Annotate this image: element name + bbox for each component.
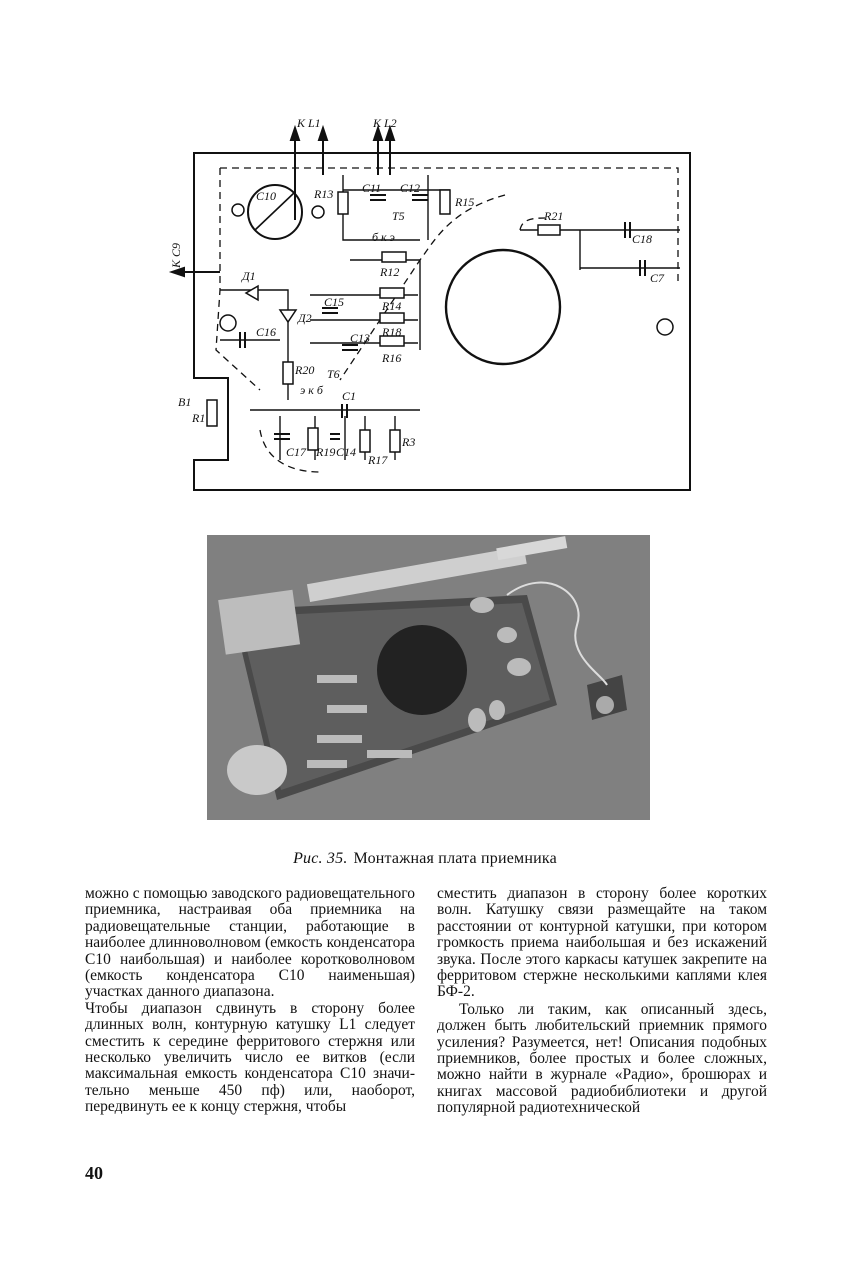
- label-r18: R18: [381, 325, 401, 339]
- label-r13: R13: [313, 187, 333, 201]
- label-r3: R3: [401, 435, 415, 449]
- label-c17: С17: [286, 445, 307, 459]
- paragraph: можно с помощью заводского радиове­щател…: [85, 885, 416, 1001]
- board-photo: [207, 535, 650, 820]
- label-r1: R1: [191, 411, 205, 425]
- label-c7: С7: [650, 271, 665, 285]
- label-d1: Д1: [241, 269, 256, 283]
- label-c18: С18: [632, 232, 652, 246]
- text-column-right: сместить диапазон в сторону более ко­рот…: [437, 885, 767, 1117]
- label-r20: R20: [294, 363, 314, 377]
- label-d2: Д2: [297, 311, 312, 325]
- label-r15: R15: [454, 195, 474, 209]
- label-t6-pins: э к б: [300, 383, 324, 397]
- paragraph: Только ли таким, как описанный здесь, до…: [437, 1000, 767, 1117]
- label-r12: R12: [379, 265, 399, 279]
- label-c14: С14: [336, 445, 356, 459]
- caption-number: Рис. 35.: [293, 850, 348, 867]
- label-to-l2: К L2: [372, 116, 397, 130]
- paragraph: сместить диапазон в сторону более ко­рот…: [437, 885, 767, 1001]
- label-to-l1: К L1: [296, 116, 321, 130]
- label-c13: С13: [350, 331, 370, 345]
- label-r21: R21: [543, 209, 563, 223]
- label-r19: R19: [315, 445, 335, 459]
- label-r14: R14: [381, 299, 401, 313]
- label-r17: R17: [367, 453, 388, 467]
- caption-text: Монтажная плата приемника: [353, 850, 557, 867]
- label-t5: Т5: [392, 209, 405, 223]
- speaker-hole: [444, 248, 562, 366]
- board-outline: [193, 152, 691, 491]
- label-r16: R16: [381, 351, 401, 365]
- paragraph: Чтобы диапазон сдвинуть в сторону бо­лее…: [85, 999, 415, 1116]
- label-c11: С11: [362, 181, 381, 195]
- page-number: 40: [85, 1163, 103, 1183]
- label-c15: С15: [324, 295, 344, 309]
- label-c16: С16: [256, 325, 276, 339]
- label-t5-pins: б к э: [372, 230, 395, 244]
- label-t6: Т6: [327, 367, 340, 381]
- label-b1: В1: [178, 395, 191, 409]
- text-column-left: можно с помощью заводского радиове­щател…: [85, 885, 416, 1116]
- label-c10: С10: [256, 189, 276, 203]
- mounting-board-diagram: К L1 К L2 К С9 С10 R13 С11 С12 R15 Т5 б …: [150, 100, 710, 500]
- board-drawing: К L1 К L2 К С9 С10 R13 С11 С12 R15 Т5 б …: [168, 116, 691, 491]
- label-c1: С1: [342, 389, 356, 403]
- figure-caption: Рис. 35. Монтажная плата приемника: [0, 850, 850, 868]
- label-c12: С12: [400, 181, 420, 195]
- label-to-c9: К С9: [169, 243, 183, 269]
